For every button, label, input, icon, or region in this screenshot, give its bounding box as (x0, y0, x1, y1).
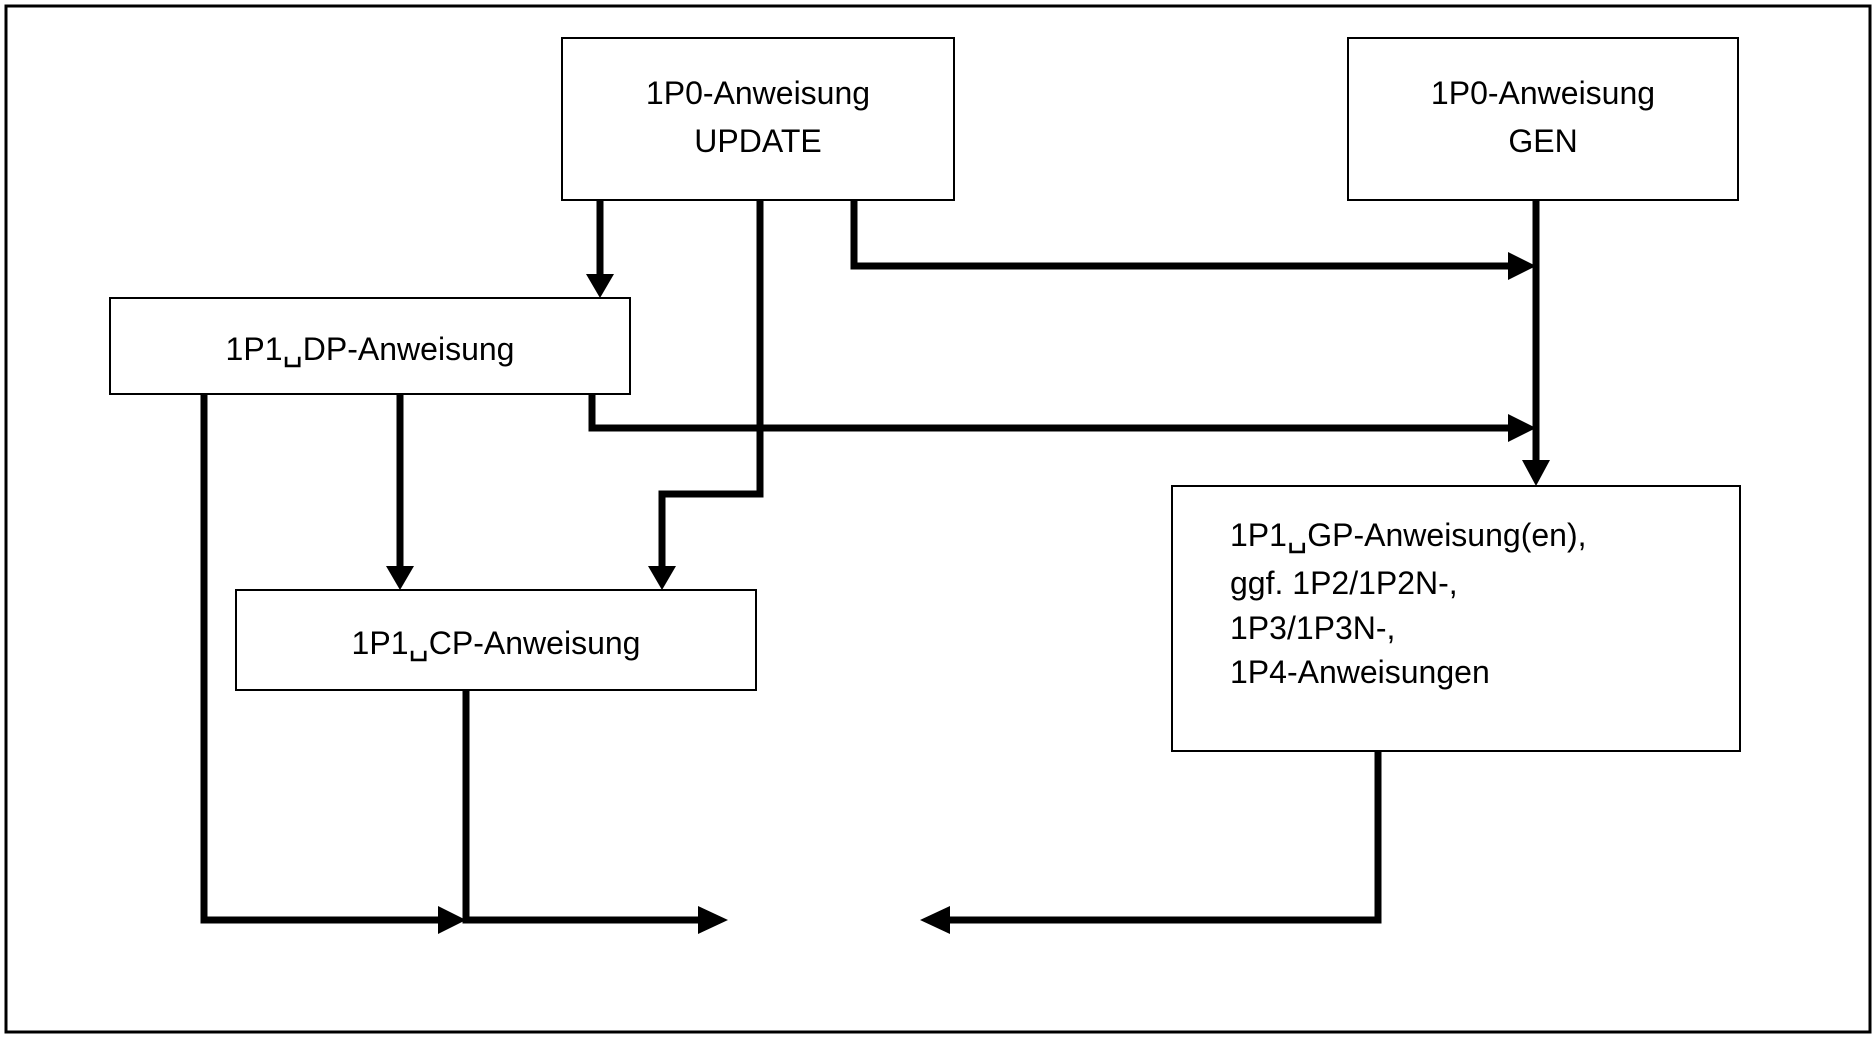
connector-dp-to-gen-line (588, 394, 1510, 432)
connector-update-to-gen-line (850, 200, 1510, 270)
arrowhead-right-gen-lower (1508, 414, 1536, 442)
box-1p0-gen: 1P0-Anweisung GEN (1347, 37, 1739, 201)
box-1p0-update-frame (561, 37, 955, 201)
box-1p1-gp-line2: ggf. 1P2/1P2N-, (1230, 565, 1458, 601)
box-1p1-dp-label: 1P1␣DP-Anweisung (226, 331, 515, 368)
box-1p0-update-line1: 1P0-Anweisung (646, 75, 870, 111)
arrowhead-right-bottom-mid (698, 906, 728, 934)
arrowheads (386, 252, 1550, 934)
connectors (200, 200, 1540, 924)
box-1p1-gp-frame (1171, 485, 1741, 752)
box-1p0-gen-line1: 1P0-Anweisung (1431, 75, 1655, 111)
arrowhead-down-cp-left (386, 566, 414, 590)
box-1p1-gp-line3: 1P3/1P3N-, (1230, 610, 1395, 646)
box-1p1-dp-frame (109, 297, 631, 395)
connector-dp-to-bottom (200, 394, 440, 924)
box-1p0-gen-frame (1347, 37, 1739, 201)
box-1p0-gen-line2: GEN (1508, 123, 1577, 159)
arrowhead-down-cp-right (648, 566, 676, 590)
arrowhead-right-gen-upper (1508, 252, 1536, 280)
box-1p1-gp-line4: 1P4-Anweisungen (1230, 654, 1490, 690)
arrowhead-down-gp (1522, 460, 1550, 486)
box-1p1-dp: 1P1␣DP-Anweisung (109, 297, 631, 395)
box-1p1-cp: 1P1␣CP-Anweisung (235, 589, 757, 691)
arrowhead-left-bottom-right (920, 906, 950, 934)
connector-gp-to-bottom (948, 751, 1382, 924)
arrowhead-down-dp (586, 274, 614, 298)
connector-update-to-cp (658, 200, 764, 567)
box-1p1-cp-frame (235, 589, 757, 691)
box-1p1-gp-line1: 1P1␣GP-Anweisung(en), (1230, 517, 1586, 554)
box-1p1-gp: 1P1␣GP-Anweisung(en), ggf. 1P2/1P2N-, 1P… (1171, 485, 1741, 752)
arrowhead-right-bottom-left (438, 906, 466, 934)
box-1p1-cp-label: 1P1␣CP-Anweisung (352, 625, 641, 662)
box-1p0-update-line2: UPDATE (694, 123, 821, 159)
box-1p0-update: 1P0-Anweisung UPDATE (561, 37, 955, 201)
